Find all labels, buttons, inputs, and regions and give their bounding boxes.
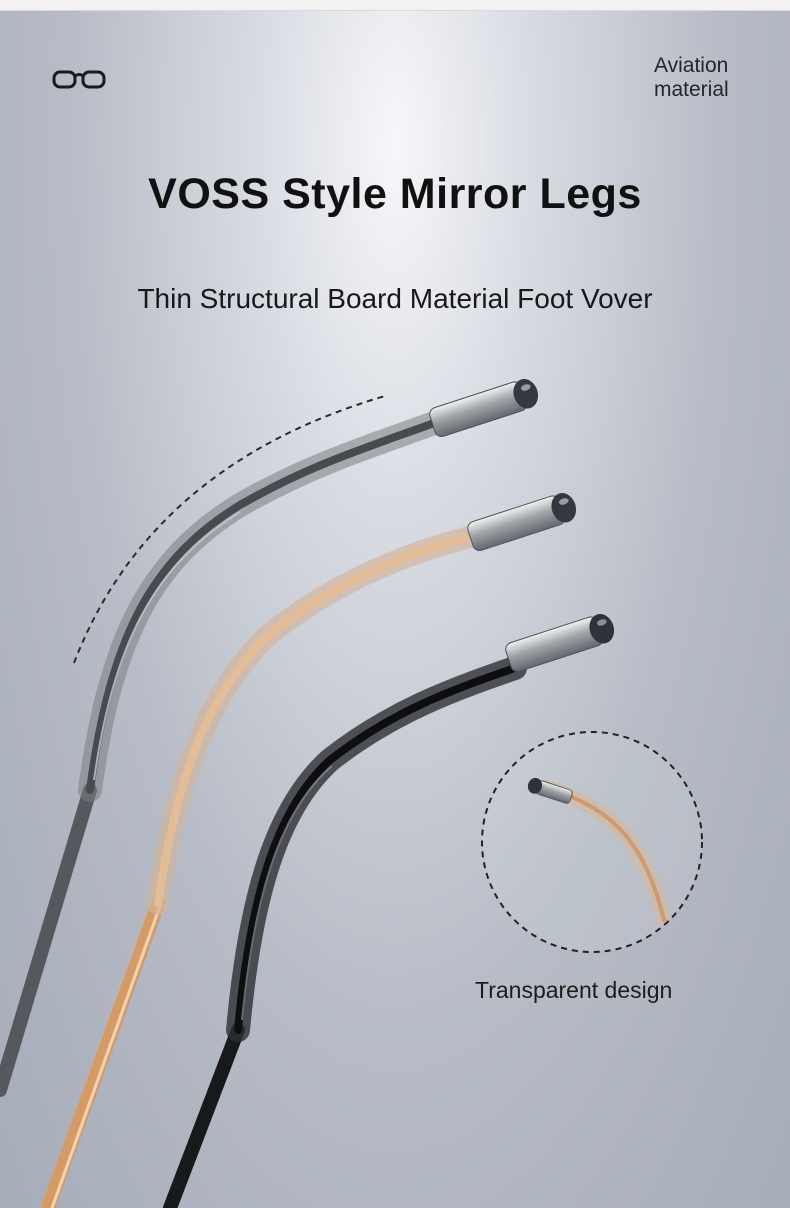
aviation-material-label: Aviation material bbox=[654, 54, 754, 102]
aviation-line-1: Aviation bbox=[654, 54, 729, 77]
top-strip bbox=[0, 0, 790, 11]
aviation-line-2: material bbox=[654, 78, 729, 101]
page-title: VOSS Style Mirror Legs bbox=[148, 170, 642, 218]
black-temple-arm bbox=[163, 614, 615, 1208]
gold-temple-arm bbox=[41, 493, 577, 1208]
eyeglasses-icon bbox=[52, 70, 106, 89]
gray-temple-arm bbox=[0, 379, 539, 1097]
transparent-design-detail bbox=[481, 731, 703, 953]
dashed-arc bbox=[73, 395, 386, 664]
transparent-design-caption: Transparent design bbox=[475, 977, 673, 1003]
page-subtitle: Thin Structural Board Material Foot Vove… bbox=[137, 283, 653, 314]
